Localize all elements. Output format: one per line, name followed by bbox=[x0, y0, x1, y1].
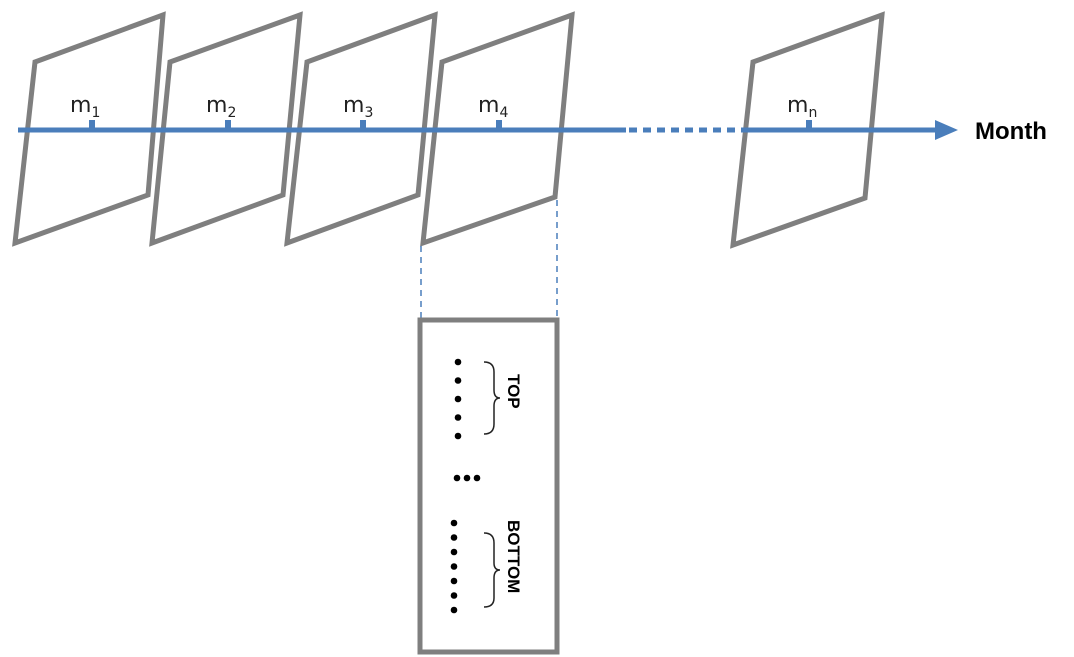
month-label-4: m4 bbox=[478, 93, 508, 121]
axis-label: Month bbox=[975, 118, 1047, 145]
month-label-n: mn bbox=[787, 93, 817, 121]
month-frame-1 bbox=[12, 11, 166, 247]
bottom-dot bbox=[450, 606, 458, 614]
bottom-brace-icon bbox=[483, 532, 501, 608]
detail-box bbox=[417, 317, 560, 655]
bottom-dot bbox=[450, 592, 458, 599]
middle-dot bbox=[463, 474, 471, 482]
bottom-dot bbox=[450, 534, 458, 541]
tick-m1 bbox=[89, 120, 95, 129]
month-label-2: m2 bbox=[206, 93, 236, 121]
bottom-dot bbox=[450, 519, 458, 527]
tick-m2 bbox=[225, 120, 231, 129]
top-dot bbox=[454, 414, 462, 421]
bottom-label: BOTTOM bbox=[504, 520, 523, 593]
bottom-dot bbox=[450, 577, 458, 585]
middle-dot bbox=[473, 474, 481, 482]
middle-dot bbox=[453, 474, 461, 482]
top-dot bbox=[454, 395, 462, 403]
month-label-1: m1 bbox=[70, 93, 100, 121]
month-frame-2 bbox=[149, 11, 303, 247]
top-label: TOP bbox=[504, 374, 523, 409]
tick-m3 bbox=[360, 120, 366, 129]
month-label-3: m3 bbox=[343, 93, 373, 121]
bottom-dots bbox=[450, 519, 458, 614]
month-frame-n bbox=[730, 11, 885, 249]
month-frame-4 bbox=[420, 11, 575, 247]
top-dots bbox=[454, 358, 462, 440]
bottom-dot bbox=[450, 563, 458, 570]
top-brace-icon bbox=[483, 361, 501, 435]
top-dot bbox=[454, 358, 462, 366]
arrow-head-icon bbox=[935, 120, 958, 140]
month-frame-3 bbox=[284, 11, 438, 247]
middle-dots bbox=[453, 474, 481, 482]
tick-m4 bbox=[496, 120, 502, 129]
top-dot bbox=[454, 432, 462, 440]
tick-mn bbox=[806, 120, 812, 129]
top-dot bbox=[454, 377, 462, 384]
bottom-dot bbox=[450, 548, 458, 556]
